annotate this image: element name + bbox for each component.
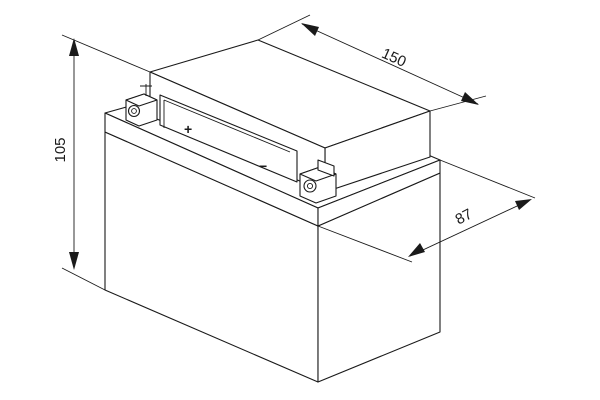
- length-dimension-line: [301, 23, 479, 105]
- length-extension-left: [257, 14, 311, 41]
- negative-symbol: −: [259, 158, 267, 174]
- label-recess: [159, 94, 298, 183]
- width-dimension-line: [409, 199, 531, 257]
- right-terminal: [299, 159, 337, 204]
- left-terminal-post: [140, 84, 152, 96]
- width-arrow-front-icon: [408, 243, 425, 257]
- height-arrow-top-icon: [69, 38, 79, 56]
- right-terminal-bolt-icon: [303, 179, 317, 193]
- height-arrow-bottom-icon: [69, 252, 79, 270]
- left-terminal: [125, 84, 158, 127]
- width-arrow-back-icon: [515, 199, 532, 210]
- top-cover: + −: [149, 39, 431, 193]
- label-recess-edge: [163, 99, 291, 153]
- height-dimension: 105: [52, 34, 151, 291]
- width-extension-front: [317, 225, 413, 263]
- left-terminal-top: [125, 93, 158, 107]
- right-terminal-tab: [317, 159, 335, 177]
- battery-lid-right: [317, 159, 441, 227]
- length-value: 150: [379, 45, 409, 71]
- width-value: 87: [453, 206, 476, 229]
- length-extension-right: [429, 95, 487, 112]
- left-terminal-bolt-hole: [131, 108, 137, 114]
- left-terminal-bolt-icon: [127, 104, 141, 118]
- length-arrow-left-icon: [301, 23, 319, 36]
- length-arrow-right-icon: [461, 92, 479, 105]
- height-extension-bottom: [61, 267, 106, 291]
- width-extension-back: [439, 159, 536, 199]
- height-value: 105: [52, 137, 69, 162]
- width-dimension: 87: [317, 159, 536, 263]
- right-terminal-bolt-hole: [306, 182, 314, 190]
- height-extension-top: [61, 34, 151, 73]
- positive-symbol: +: [184, 121, 192, 137]
